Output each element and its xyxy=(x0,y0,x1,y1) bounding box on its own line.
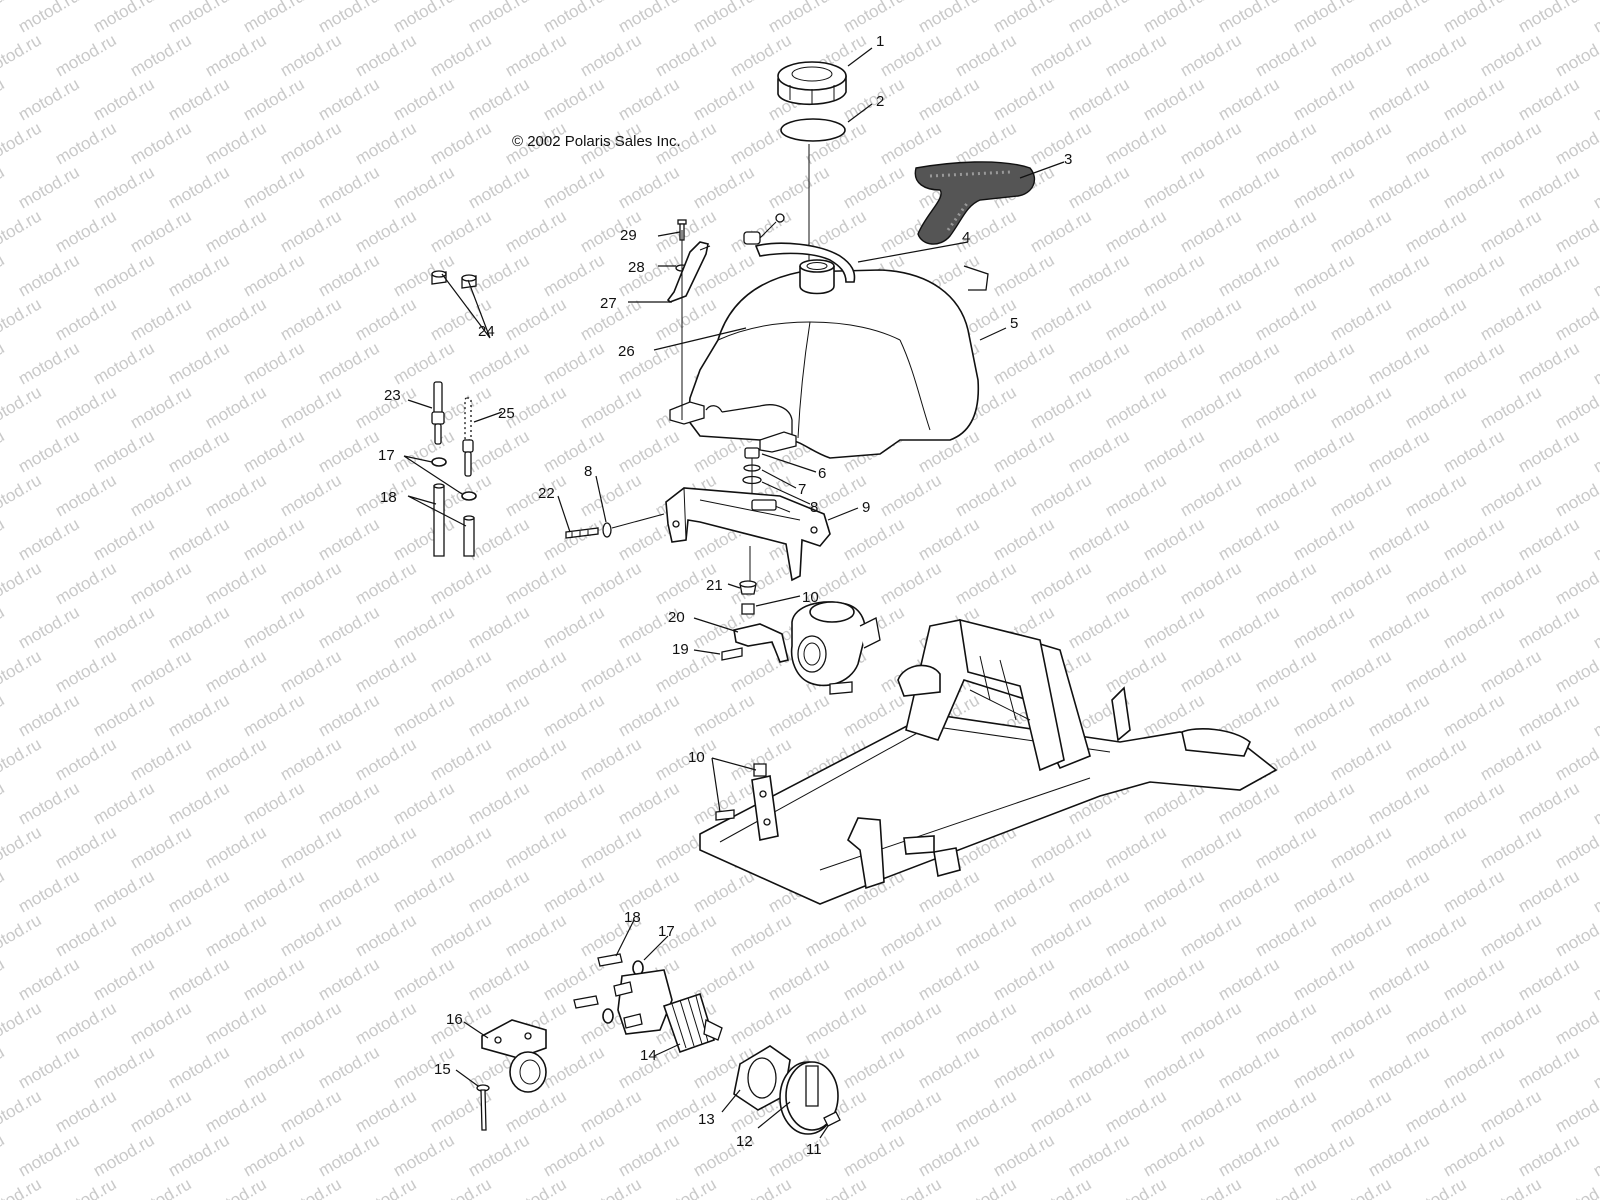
valve-knob xyxy=(779,1061,839,1135)
valve-mount-nut xyxy=(741,603,755,615)
callout-27: 27 xyxy=(600,295,617,312)
callout-20: 20 xyxy=(668,609,685,626)
callout-22: 22 xyxy=(538,485,555,502)
callout-14: 14 xyxy=(640,1047,657,1064)
frame-bracket-bolts xyxy=(715,763,767,821)
foam-pad xyxy=(914,161,1036,245)
callout-18-bottom: 18 xyxy=(624,909,641,926)
bracket-side-washer xyxy=(602,522,612,538)
callout-17-bottom: 17 xyxy=(658,923,675,940)
valve-mount-rivet xyxy=(476,1084,490,1131)
callout-2: 2 xyxy=(876,93,884,110)
carburetor xyxy=(790,601,881,695)
callout-15: 15 xyxy=(434,1061,451,1078)
callout-4: 4 xyxy=(962,229,970,246)
bracket-side-bolt xyxy=(565,527,599,539)
crossmember-bracket xyxy=(665,487,831,582)
callout-19: 19 xyxy=(672,641,689,658)
fuel-cap xyxy=(777,61,847,106)
right-fitting xyxy=(462,397,474,477)
callout-26: 26 xyxy=(618,343,635,360)
callout-labels: 1 2 3 4 5 6 7 8 8 9 10 10 11 12 13 14 15… xyxy=(378,33,1072,1158)
valve-hose-clamps xyxy=(602,960,644,1024)
valve-bezel xyxy=(733,1045,791,1111)
callout-23: 23 xyxy=(384,387,401,404)
hose-caps xyxy=(431,270,477,289)
copyright-text: © 2002 Polaris Sales Inc. xyxy=(512,133,681,150)
callout-17-top: 17 xyxy=(378,447,395,464)
callout-7: 7 xyxy=(798,481,806,498)
callout-3: 3 xyxy=(1064,151,1072,168)
valve-knob-screw xyxy=(823,1111,841,1127)
callout-8-stack: 8 xyxy=(810,499,818,516)
callout-13: 13 xyxy=(698,1111,715,1128)
callout-25: 25 xyxy=(498,405,515,422)
vent-hose xyxy=(754,242,856,283)
callout-28: 28 xyxy=(628,259,645,276)
hose-clamps xyxy=(431,457,477,501)
rubber-mount-stack xyxy=(742,447,762,494)
vent-fitting xyxy=(743,213,785,245)
left-fitting xyxy=(431,381,445,445)
frame-bracket xyxy=(751,775,779,841)
cap-gasket xyxy=(780,118,846,142)
callout-5: 5 xyxy=(1010,315,1018,332)
callout-18-top: 18 xyxy=(380,489,397,506)
callout-10-valve: 10 xyxy=(802,589,819,606)
fuel-tank xyxy=(669,259,989,459)
leader-lines xyxy=(403,47,1065,1139)
callout-9: 9 xyxy=(862,499,870,516)
callout-21: 21 xyxy=(706,577,723,594)
callout-1: 1 xyxy=(876,33,884,50)
fuel-hoses xyxy=(433,483,475,557)
fuel-valve xyxy=(613,969,723,1054)
valve-bracket-screw xyxy=(721,647,743,661)
valve-mount-plate xyxy=(481,1019,547,1093)
callout-11: 11 xyxy=(806,1141,822,1158)
callout-29: 29 xyxy=(620,227,637,244)
callout-8-washer: 8 xyxy=(584,463,592,480)
valve-hose-stubs xyxy=(573,953,623,1009)
valve-mount-grommet xyxy=(739,580,757,595)
callout-10-frame: 10 xyxy=(688,749,705,766)
callout-6: 6 xyxy=(818,465,826,482)
callout-12: 12 xyxy=(736,1133,753,1150)
callout-16: 16 xyxy=(446,1011,463,1028)
vehicle-frame xyxy=(699,618,1278,905)
tank-strap-bracket xyxy=(666,241,711,303)
valve-bracket xyxy=(733,623,789,663)
callout-24: 24 xyxy=(478,323,495,340)
